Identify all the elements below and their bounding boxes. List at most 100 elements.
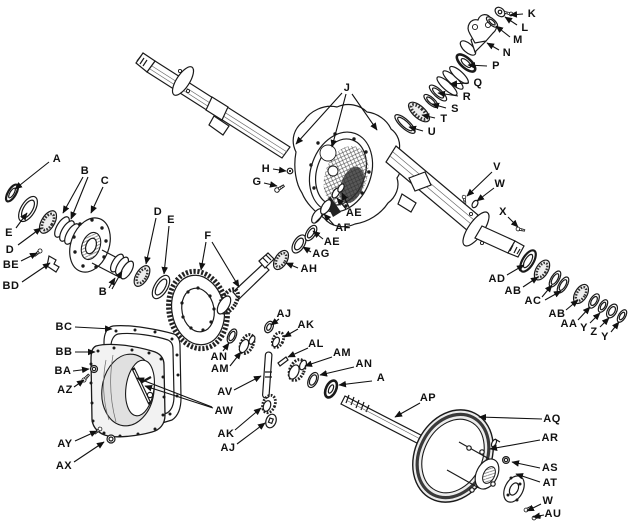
part-label-AB: AB <box>549 299 579 320</box>
svg-text:Y: Y <box>601 331 609 343</box>
part-label-B: B <box>99 270 123 298</box>
svg-text:AU: AU <box>545 508 562 520</box>
svg-text:AP: AP <box>420 392 436 404</box>
part-label-AL: AL <box>287 338 324 358</box>
svg-text:BA: BA <box>55 365 72 377</box>
part-label-X: X <box>499 206 519 228</box>
part-label-H: H <box>262 163 287 175</box>
part-cover-and-gasket <box>80 325 182 444</box>
svg-text:W: W <box>495 178 506 190</box>
part-label-Y: Y <box>580 312 601 334</box>
svg-text:AQ: AQ <box>543 413 561 425</box>
svg-text:B: B <box>81 165 89 177</box>
part-differential-case-chain <box>4 183 171 300</box>
part-label-M: M <box>495 25 522 46</box>
svg-text:S: S <box>451 103 459 115</box>
part-label-AM: AM <box>304 347 351 367</box>
svg-text:A: A <box>377 372 385 384</box>
labels-layer: KLMNPQRSTUJHGABCEDBEBDDEBFAEAFAEAGAHVWXA… <box>3 8 620 520</box>
part-label-AK: AK <box>218 407 262 440</box>
svg-text:X: X <box>499 206 507 218</box>
part-label-Y: Y <box>601 321 620 343</box>
part-label-BE: BE <box>3 252 38 271</box>
part-label-AP: AP <box>394 392 436 418</box>
svg-text:U: U <box>428 126 436 138</box>
svg-text:AB: AB <box>549 308 566 320</box>
part-label-AN: AN <box>319 358 373 377</box>
part-label-E: E <box>161 214 175 275</box>
part-label-AQ: AQ <box>478 413 561 425</box>
part-label-S: S <box>431 102 459 115</box>
svg-text:B: B <box>99 286 107 298</box>
svg-text:P: P <box>492 60 500 72</box>
svg-text:AH: AH <box>301 263 318 275</box>
svg-text:BE: BE <box>3 259 19 271</box>
svg-text:AG: AG <box>312 248 330 260</box>
svg-text:Q: Q <box>473 77 482 89</box>
part-label-J: J <box>295 82 378 148</box>
part-label-AD: AD <box>489 264 525 285</box>
svg-text:BD: BD <box>3 280 20 292</box>
svg-text:F: F <box>204 230 211 242</box>
svg-text:AJ: AJ <box>220 442 235 454</box>
part-axle-shaft-and-hub <box>340 394 542 521</box>
svg-text:AX: AX <box>56 460 72 472</box>
part-label-AS: AS <box>511 460 558 474</box>
part-label-AK: AK <box>283 319 315 338</box>
svg-text:W: W <box>543 495 554 507</box>
part-label-W: W <box>526 495 554 512</box>
svg-text:AE: AE <box>324 236 340 248</box>
part-ring-gear-and-pinion <box>166 252 275 352</box>
part-label-AR: AR <box>489 432 558 452</box>
svg-text:AZ: AZ <box>57 384 73 396</box>
svg-text:AK: AK <box>218 428 235 440</box>
part-label-F: F <box>198 230 240 288</box>
part-label-BB: BB <box>56 346 96 358</box>
part-label-AA: AA <box>561 306 591 330</box>
part-label-AT: AT <box>515 473 558 489</box>
part-label-AB: AB <box>505 276 539 297</box>
part-label-N: N <box>486 42 511 59</box>
svg-text:D: D <box>6 244 14 256</box>
part-label-AJ: AJ <box>270 308 291 326</box>
part-label-T: T <box>421 113 447 125</box>
part-axle-housing <box>135 52 525 258</box>
part-label-AF: AF <box>323 213 351 234</box>
part-label-K: K <box>509 8 536 20</box>
part-label-AE: AE <box>336 192 362 219</box>
part-label-U: U <box>408 125 436 138</box>
part-label-L: L <box>504 16 528 34</box>
part-label-G: G <box>252 176 278 188</box>
part-label-C: C <box>90 175 109 214</box>
svg-text:J: J <box>344 82 351 94</box>
part-label-BA: BA <box>55 365 90 377</box>
svg-text:AV: AV <box>217 386 233 398</box>
part-label-BD: BD <box>3 262 51 292</box>
svg-text:T: T <box>440 113 447 125</box>
svg-text:Z: Z <box>590 326 597 338</box>
svg-text:D: D <box>154 206 162 218</box>
part-label-AY: AY <box>57 430 98 450</box>
part-label-AN: AN <box>211 342 230 363</box>
svg-text:N: N <box>503 47 511 59</box>
svg-text:AF: AF <box>335 222 351 234</box>
part-label-AJ: AJ <box>220 422 266 454</box>
part-label-AU: AU <box>532 508 562 520</box>
svg-text:AN: AN <box>211 351 228 363</box>
svg-text:AK: AK <box>298 319 315 331</box>
part-label-Q: Q <box>449 77 482 89</box>
svg-text:C: C <box>101 175 109 187</box>
svg-text:AT: AT <box>543 477 558 489</box>
svg-text:E: E <box>167 214 175 226</box>
svg-text:AS: AS <box>542 462 558 474</box>
part-label-AW: AW <box>136 377 233 417</box>
svg-text:L: L <box>521 22 528 34</box>
svg-text:AL: AL <box>308 338 324 350</box>
part-label-Z: Z <box>590 317 610 338</box>
part-label-A: A <box>14 153 61 190</box>
svg-text:H: H <box>262 163 270 175</box>
svg-text:AN: AN <box>356 358 373 370</box>
part-label-AG: AG <box>302 246 330 260</box>
